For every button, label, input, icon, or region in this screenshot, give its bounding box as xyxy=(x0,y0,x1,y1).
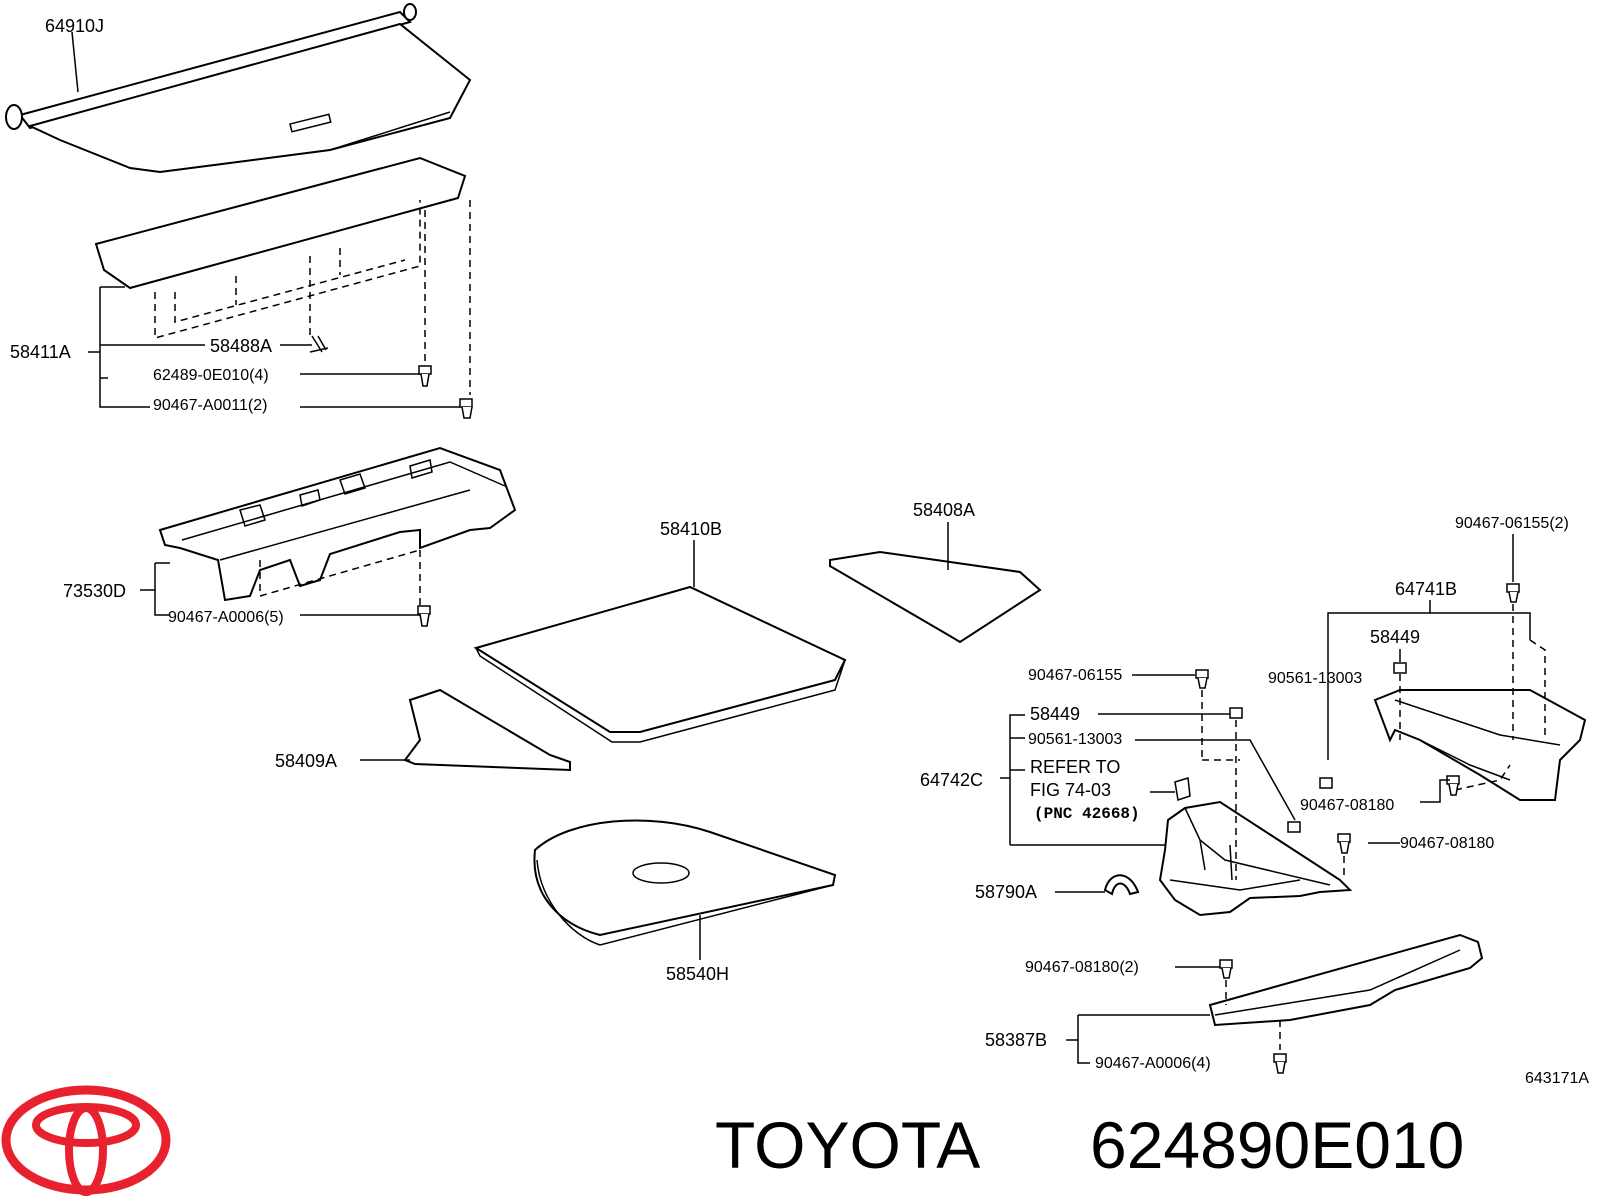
part-58540H-mat xyxy=(533,819,837,960)
label-64742C: 64742C xyxy=(920,770,983,790)
leader-90561-13003-left xyxy=(1135,739,1296,821)
label-73530D: 73530D xyxy=(63,581,126,601)
part-58387B-scuff-plate xyxy=(1208,933,1484,1050)
nut-58449-right-icon xyxy=(1393,662,1407,674)
toyota-logo-icon xyxy=(1,1085,171,1196)
label-refer-pnc: (PNC 42668) xyxy=(1034,805,1140,823)
bracket-64741B xyxy=(1327,612,1531,760)
label-58790A: 58790A xyxy=(975,882,1037,902)
clip-90467-08180-2-icon xyxy=(1219,959,1233,979)
label-58409A: 58409A xyxy=(275,751,337,771)
bracket-58387B xyxy=(1077,1015,1090,1064)
label-refer-to: REFER TO xyxy=(1030,757,1120,777)
part-58411A-deck-board xyxy=(94,156,471,395)
part-64742C-box xyxy=(1158,690,1353,917)
bracket-58411A xyxy=(99,287,150,408)
nut-90467-08180-icon xyxy=(1319,775,1460,796)
label-90561-13003-right: 90561-13003 xyxy=(1268,670,1362,687)
label-58408A: 58408A xyxy=(913,500,975,520)
part-73530D-tray xyxy=(158,446,517,610)
figure-code: 643171A xyxy=(1525,1070,1589,1087)
label-58449-left: 58449 xyxy=(1030,704,1080,724)
label-58387B: 58387B xyxy=(985,1030,1047,1050)
label-58411A: 58411A xyxy=(10,342,71,362)
label-90467-06155-2: 90467-06155(2) xyxy=(1455,515,1569,532)
label-62489-0E010: 62489-0E010(4) xyxy=(153,367,269,384)
label-90467-08180-b: 90467-08180 xyxy=(1400,835,1494,852)
clip-90467-06155-2-icon xyxy=(1506,583,1520,603)
leader-90467-08180-a xyxy=(1420,779,1450,803)
part-64741B-box xyxy=(1373,604,1587,801)
clip-90467-08180-b-icon xyxy=(1337,833,1351,854)
part-58409A-side-panel xyxy=(360,688,571,772)
label-90561-13003-left: 90561-13003 xyxy=(1028,731,1122,748)
label-90467-A0006-4: 90467-A0006(4) xyxy=(1095,1055,1211,1072)
part-58408A-side-panel xyxy=(829,522,1042,644)
label-58540H: 58540H xyxy=(666,964,729,984)
clip-62489-icon xyxy=(418,365,432,387)
clip-90467-06155-icon xyxy=(1195,669,1209,689)
part-58410B-board xyxy=(473,540,847,743)
label-90467-06155: 90467-06155 xyxy=(1028,667,1122,684)
nut-90561-13003-left-icon xyxy=(1287,821,1301,833)
label-64741B: 64741B xyxy=(1395,579,1457,599)
label-58410B: 58410B xyxy=(660,519,722,539)
label-90467-A0011: 90467-A0011(2) xyxy=(153,397,267,414)
clip-58488A-icon xyxy=(309,335,329,353)
brand-name: TOYOTA xyxy=(715,1108,980,1182)
brand-part-number: 624890E010 xyxy=(1090,1108,1464,1182)
clip-90467-A0006-5-icon xyxy=(417,605,431,627)
refer-part-icon xyxy=(1174,777,1191,801)
part-64910J-tonneau-cover xyxy=(5,3,472,174)
bracket-73530D xyxy=(154,563,170,616)
label-90467-A0006-5: 90467-A0006(5) xyxy=(168,609,284,626)
nut-58449-left-icon xyxy=(1229,707,1243,719)
label-58449-right: 58449 xyxy=(1370,627,1420,647)
label-64910J: 64910J xyxy=(45,16,104,36)
clip-90467-A0011-icon xyxy=(459,398,473,419)
bracket-64742C xyxy=(1009,714,1025,845)
label-58488A: 58488A xyxy=(210,336,272,356)
label-90467-08180-2: 90467-08180(2) xyxy=(1025,959,1139,976)
clip-90467-A0006-4-icon xyxy=(1273,1053,1287,1074)
part-58790A-clip-icon xyxy=(1103,874,1140,896)
label-refer-fig: FIG 74-03 xyxy=(1030,780,1111,800)
label-90467-08180-a: 90467-08180 xyxy=(1300,797,1394,814)
